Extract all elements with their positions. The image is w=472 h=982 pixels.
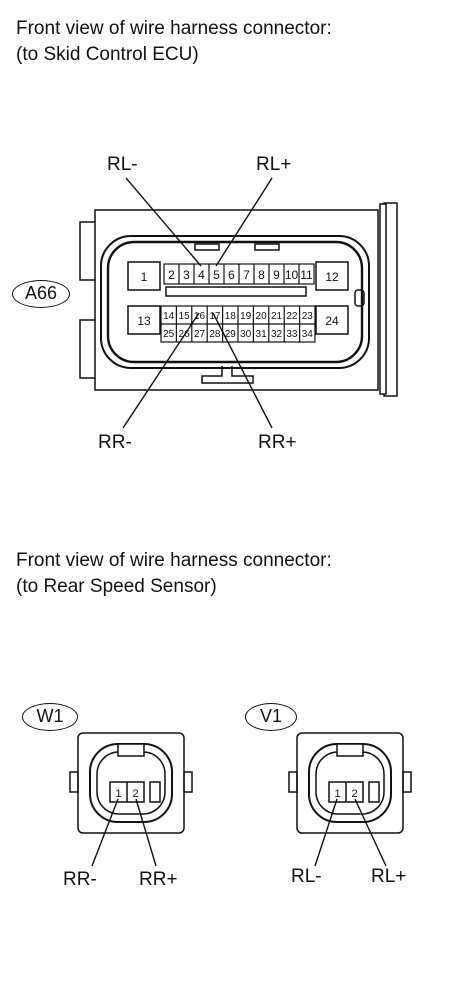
pin-label-24: 24: [325, 314, 339, 328]
w1-callout-rr-minus: RR-: [63, 869, 97, 890]
pin-label: 9: [273, 268, 280, 282]
w1-pin1-label: 1: [115, 788, 121, 800]
v1-pin2-label: 2: [351, 788, 357, 800]
connector-code-a66: A66: [12, 280, 70, 308]
pin-label: 2: [168, 268, 175, 282]
pin-label: 11: [300, 268, 313, 282]
pin-label: 14: [163, 311, 175, 322]
v1-callout-rl-plus: RL+: [371, 866, 407, 887]
pin-label-12: 12: [325, 270, 339, 284]
ecu-heading-line1: Front view of wire harness connector:: [16, 18, 332, 39]
callout-rl-plus: RL+: [256, 154, 292, 175]
v1-leader-lines: [314, 798, 387, 867]
ecu-top-row-labels: 2 3 4 5 6 7 8 9 10 11: [168, 268, 313, 282]
pin-label: 22: [286, 311, 298, 322]
pin-label: 32: [271, 329, 283, 340]
pin-label: 31: [256, 329, 268, 340]
pin-label: 6: [228, 268, 235, 282]
pin-label: 18: [225, 311, 237, 322]
pin-label: 27: [194, 329, 206, 340]
sensor-heading-line2: (to Rear Speed Sensor): [16, 576, 217, 597]
pin-label: 16: [194, 311, 206, 322]
callout-rr-minus: RR-: [98, 432, 132, 453]
pin-label: 15: [179, 311, 191, 322]
pin-label: 23: [302, 311, 314, 322]
pin-label: 25: [163, 329, 175, 340]
pin-label: 7: [243, 268, 250, 282]
ecu-heading-line2: (to Skid Control ECU): [16, 44, 199, 65]
pin-label-1: 1: [141, 270, 148, 284]
pin-label-13: 13: [137, 314, 151, 328]
ecu-mid-upper-labels: 14 15 16 17 18 19 20 21 22 23: [163, 311, 313, 322]
w1-pin2-label: 2: [132, 788, 138, 800]
pin-label: 21: [271, 311, 283, 322]
connector-code-v1: V1: [245, 703, 297, 731]
callout-rr-plus: RR+: [258, 432, 297, 453]
w1-callout-rr-plus: RR+: [139, 869, 178, 890]
w1-leader-lines: [91, 798, 157, 867]
v1-callout-rl-minus: RL-: [291, 866, 322, 887]
pin-label: 30: [240, 329, 252, 340]
pin-label: 3: [183, 268, 190, 282]
v1-pin1-label: 1: [334, 788, 340, 800]
sensor-heading-line1: Front view of wire harness connector:: [16, 550, 332, 571]
connector-code-w1: W1: [22, 703, 78, 731]
pin-label: 4: [198, 268, 205, 282]
ecu-leader-lines: [122, 177, 273, 429]
pin-label: 10: [285, 268, 299, 282]
callout-rl-minus: RL-: [107, 154, 138, 175]
pin-label: 33: [286, 329, 298, 340]
w1-connector-body: [69, 732, 193, 834]
pin-label: 28: [209, 329, 221, 340]
pin-label: 34: [302, 329, 314, 340]
pin-label: 29: [225, 329, 237, 340]
pin-label: 19: [240, 311, 252, 322]
pin-label: 8: [258, 268, 265, 282]
v1-connector-body: [288, 732, 412, 834]
pin-label: 5: [213, 268, 220, 282]
pin-label: 20: [256, 311, 268, 322]
